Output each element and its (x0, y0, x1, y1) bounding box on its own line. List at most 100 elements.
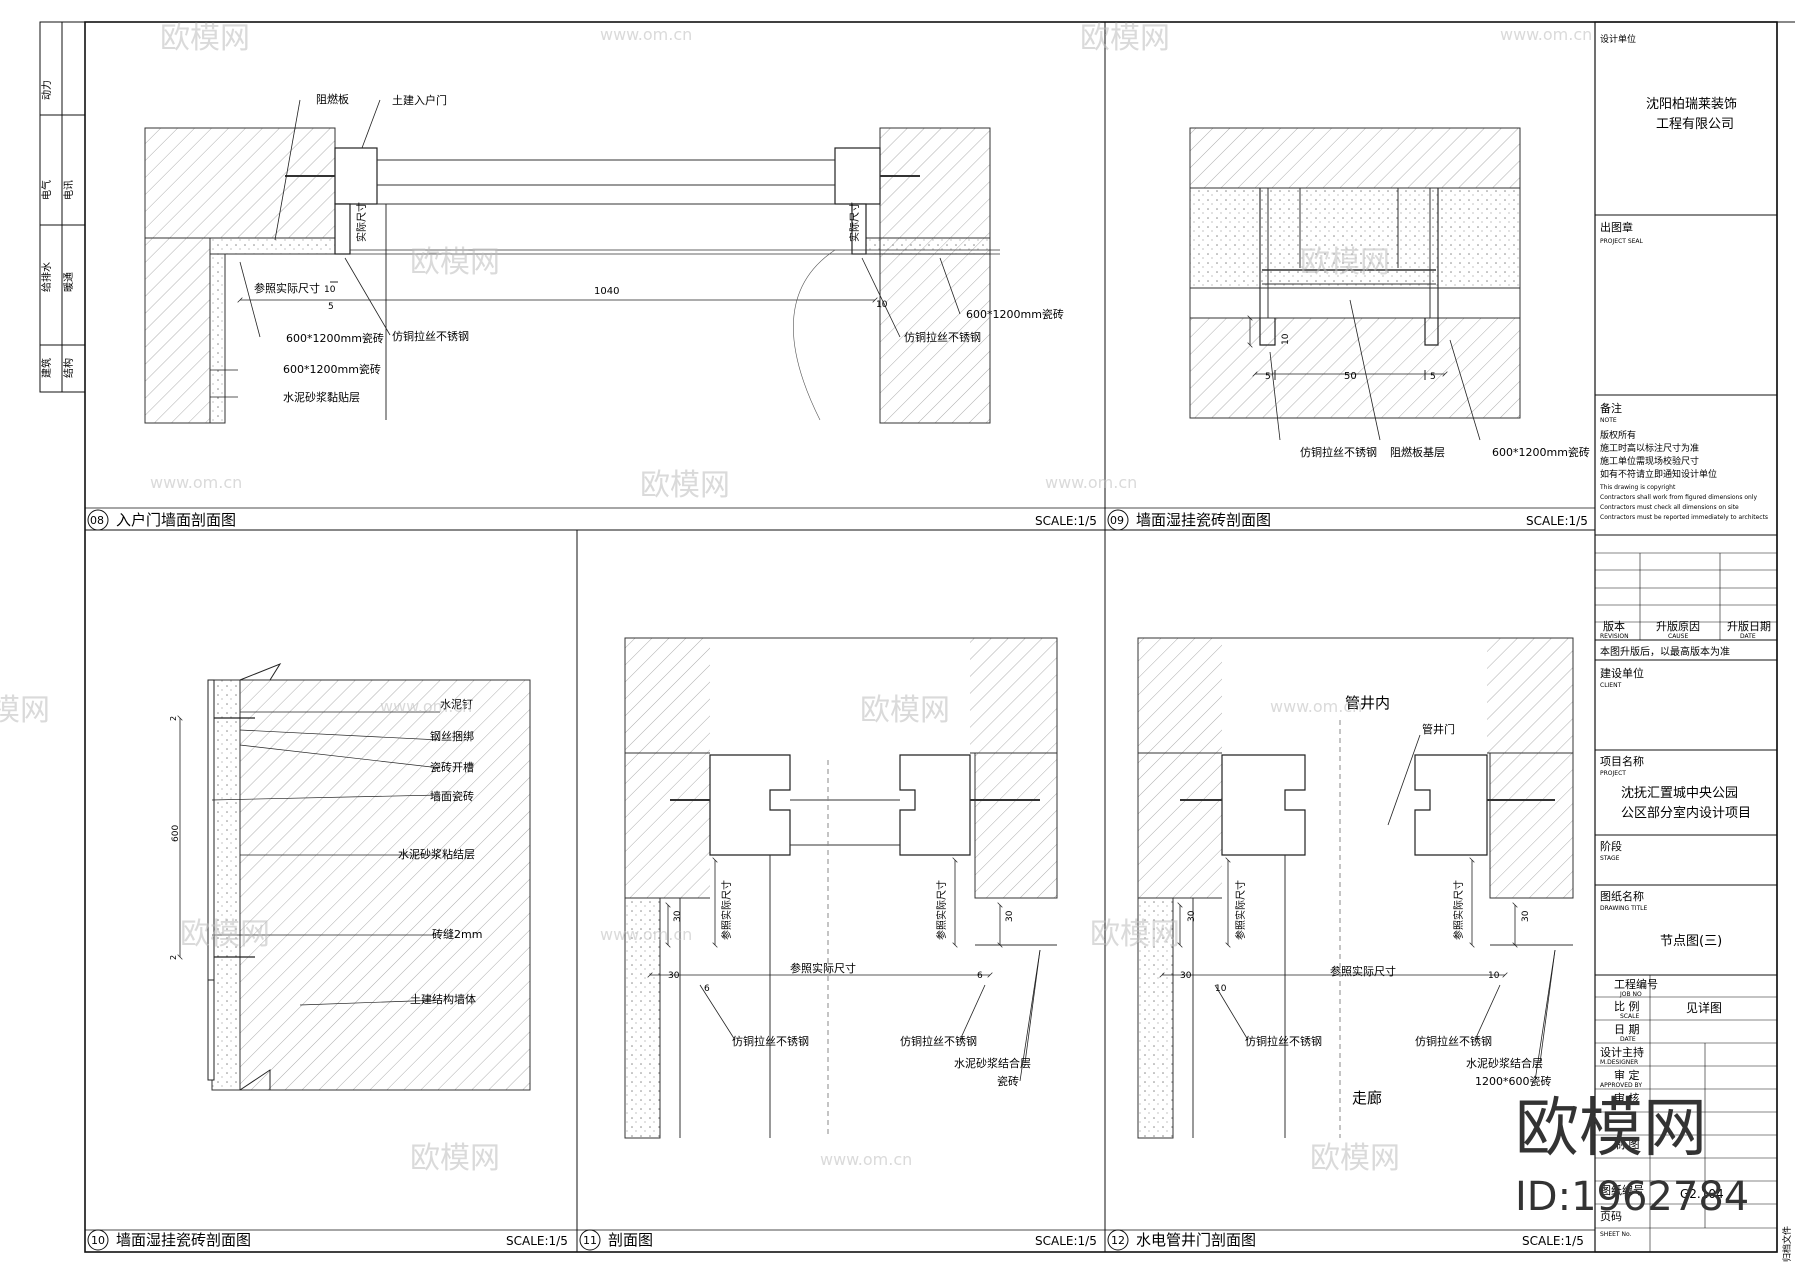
p12-dim-30-right: 30 (1521, 910, 1531, 922)
p10-dim-2-bottom: 2 (169, 955, 178, 960)
tb-scale-value: 见详图 (1686, 1000, 1722, 1015)
tb-seal: 出图章 (1600, 220, 1633, 234)
tb-review: 审 核 (1614, 1091, 1640, 1105)
p10-nail-label: 水泥钉 (440, 698, 473, 711)
panel-titles: 08 入户门墙面剖面图 SCALE:1/5 09 墙面湿挂瓷砖剖面图 SCALE… (87, 509, 1588, 1251)
tb-stage: 阶段 (1600, 839, 1622, 853)
watermark-site: www.om.cn (150, 473, 242, 492)
tb-revision-en: REVISION (1600, 633, 1629, 640)
tb-client-en: CLIENT (1600, 682, 1622, 689)
p11-steel-label-a: 仿铜拉丝不锈钢 (732, 1034, 809, 1048)
tb-note-line-3: 施工单位需现场校验尺寸 (1600, 455, 1699, 467)
panel-11-scale: SCALE:1/5 (1035, 1234, 1097, 1248)
panel-12-scale: SCALE:1/5 (1522, 1234, 1584, 1248)
panel-11-number: 11 (583, 1234, 597, 1247)
p12-steel-label-b: 仿铜拉丝不锈钢 (1415, 1034, 1492, 1048)
watermark-site: www.om.cn (1270, 697, 1362, 716)
watermark-brand: 欧模网 (410, 1141, 500, 1176)
panel-12-title: 水电管井门剖面图 (1136, 1231, 1256, 1249)
watermark-site: www.om.cn (1500, 25, 1592, 44)
p08-civil-door-label: 土建入户门 (392, 93, 447, 107)
tb-scale-en: SCALE (1620, 1013, 1639, 1020)
p12-steel-label-a: 仿铜拉丝不锈钢 (1245, 1034, 1322, 1048)
tb-note-line-5: This drawing is copyright (1599, 484, 1676, 491)
p10-joint-label: 砖缝2mm (432, 927, 482, 941)
p12-ref-label-right: 参照实际尺寸 (1452, 880, 1465, 940)
watermark-brand: 欧模网 (1310, 1141, 1400, 1176)
p11-dim-30-right: 30 (1005, 910, 1015, 922)
tb-seal-en: PROJECT SEAL (1600, 238, 1644, 245)
p08-dim-10: 10 (324, 285, 336, 295)
discipline-plumbing: 给排水 (40, 262, 53, 292)
tb-revision-note: 本图升版后，以最高版本为准 (1600, 645, 1730, 658)
tb-project-line1: 沈抚汇置城中央公园 (1621, 786, 1738, 801)
panel-09-number: 09 (1110, 514, 1124, 527)
watermark-brand: 欧模网 (860, 693, 950, 728)
tb-cause: 升版原因 (1656, 619, 1700, 633)
p11-dim-6-right: 6 (977, 971, 983, 981)
panel-08-title: 入户门墙面剖面图 (116, 511, 236, 529)
tb-date-en: DATE (1620, 1036, 1636, 1043)
watermark-site: www.om.cn (820, 1150, 912, 1169)
tb-project: 项目名称 (1600, 754, 1644, 768)
p10-dim-600: 600 (171, 825, 181, 842)
watermark-site: www.om.cn (600, 25, 692, 44)
tb-sheet-no-value: G2.104 (1680, 1187, 1724, 1201)
tb-approved-en: APPROVED BY (1600, 1082, 1642, 1089)
tb-draw: 制 图 (1614, 1138, 1640, 1151)
detail-11: 参照实际尺寸 参照实际尺寸 参照实际尺寸 30 30 30 6 6 仿铜拉丝不锈… (624, 637, 1058, 1139)
tb-page: 页码 (1600, 1210, 1622, 1223)
watermark-site: www.om.cn (380, 697, 472, 716)
p10-dim-2-top: 2 (169, 716, 178, 721)
watermark-brand: 欧模网 (160, 21, 250, 56)
p10-wire-label: 钢丝捆绑 (430, 729, 474, 743)
tb-project-en: PROJECT (1600, 770, 1626, 777)
p08-ref-actual-label: 参照实际尺寸 (254, 281, 320, 295)
p12-shaft-door-label: 管井门 (1422, 722, 1455, 736)
tb-project-line2: 公区部分室内设计项目 (1621, 805, 1751, 821)
p08-tile-label-a: 600*1200mm瓷砖 (286, 331, 384, 345)
p12-tile-label: 1200*600瓷砖 (1475, 1074, 1552, 1088)
tb-job-no: 工程编号 (1614, 977, 1658, 991)
p10-wall-tile-label: 墙面瓷砖 (430, 789, 474, 803)
watermark-brand: 欧模网 (180, 917, 270, 952)
p12-dim-10-left: 10 (1215, 984, 1227, 994)
p09-dim-5-right: 5 (1430, 372, 1436, 382)
p10-groove-label: 瓷砖开槽 (430, 760, 474, 774)
tb-client: 建设单位 (1600, 666, 1644, 680)
tb-note-line-6: Contractors shall work from figured dime… (1600, 494, 1758, 501)
p08-dim-5: 5 (328, 302, 334, 312)
tb-note-line-8: Contractors must be reported immediately… (1600, 514, 1768, 521)
panel-10-scale: SCALE:1/5 (506, 1234, 568, 1248)
watermark-corner: 欧模网 ID:1962784 (1515, 1092, 1749, 1220)
p08-steel-label-b: 仿铜拉丝不锈钢 (904, 330, 981, 344)
discipline-electrical: 电气 (40, 180, 53, 200)
panel-10-title: 墙面湿挂瓷砖剖面图 (116, 1231, 251, 1249)
p09-base-label: 阻燃板基层 (1390, 445, 1445, 459)
watermark-brand-large: 欧模网 (1515, 1092, 1707, 1166)
tb-note-line-2: 施工时高以标注尺寸为准 (1600, 442, 1699, 454)
panel-09-title: 墙面湿挂瓷砖剖面图 (1136, 511, 1271, 529)
p08-actual-size-label-left: 实际尺寸 (355, 202, 368, 242)
p12-mortar-label: 水泥砂浆结合层 (1466, 1056, 1543, 1070)
tb-note-line-7: Contractors must check all dimensions on… (1600, 504, 1739, 511)
p12-corridor-label: 走廊 (1352, 1089, 1382, 1107)
watermarks: 欧模网 欧模网 欧模网 欧模网 欧模网 欧模网 欧模网 欧模网 欧模网 欧模网 … (0, 21, 1592, 1176)
tb-date-col-en: DATE (1740, 633, 1756, 640)
p11-dim-30-left: 30 (673, 910, 683, 922)
discipline-labels: 动力 电气 电讯 给排水 暖通 建筑 结构 (40, 80, 75, 378)
panel-12-number: 12 (1111, 1234, 1125, 1247)
watermark-brand: 欧模网 (1080, 21, 1170, 56)
tb-stage-en: STAGE (1600, 855, 1620, 862)
discipline-telecom: 电讯 (62, 180, 75, 200)
tb-revision: 版本 (1603, 619, 1625, 633)
p11-ref-label-right: 参照实际尺寸 (935, 880, 948, 940)
detail-09: 5 50 5 10 仿铜拉丝不锈钢 阻燃板基层 600*1200mm瓷砖 (1189, 127, 1590, 459)
panel-08-number: 08 (90, 514, 104, 527)
discipline-hvac: 暖通 (62, 272, 75, 292)
discipline-architecture: 建筑 (40, 358, 53, 378)
p12-ref-label-left: 参照实际尺寸 (1234, 880, 1247, 940)
p10-mortar-label: 水泥砂浆粘结层 (398, 847, 475, 861)
